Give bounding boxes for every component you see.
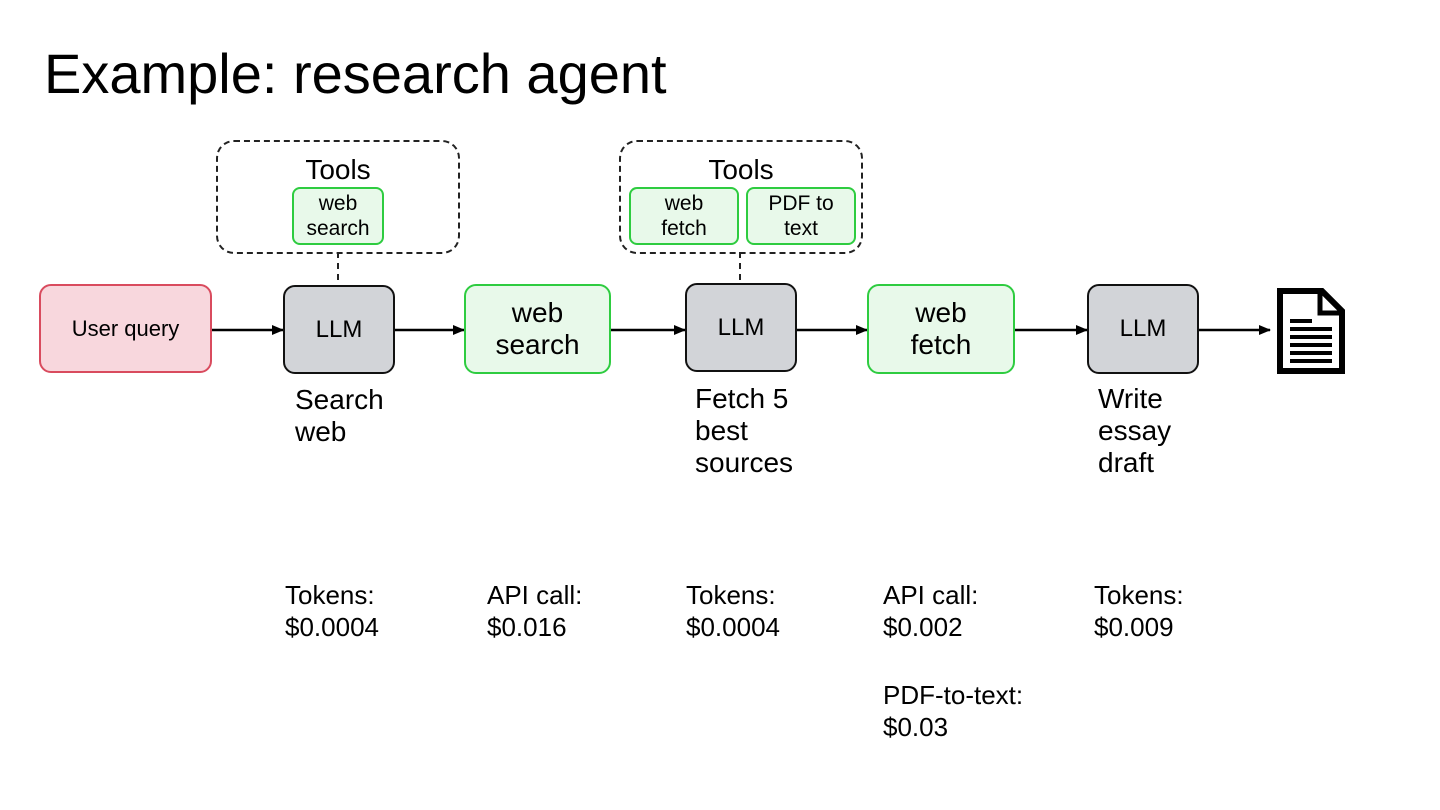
web-search-node: web search	[464, 284, 611, 374]
tool-group-2: Tools web fetch PDF to text	[619, 140, 863, 254]
user-query-node: User query	[39, 284, 212, 373]
llm-node-search: LLM	[283, 285, 395, 374]
llm-node-write: LLM	[1087, 284, 1199, 374]
tool-group-title: Tools	[708, 154, 774, 185]
tool-chip-web-fetch: web fetch	[629, 187, 739, 245]
cost-web-search: API call: $0.016	[487, 580, 583, 642]
caption-search-web: Search web	[295, 384, 384, 447]
web-fetch-node: web fetch	[867, 284, 1015, 374]
tool-group-title: Tools	[305, 154, 371, 185]
document-icon	[1277, 288, 1345, 374]
caption-fetch-sources: Fetch 5 best sources	[695, 383, 794, 478]
llm-node-fetch: LLM	[685, 283, 797, 372]
tool-chip-web-search: web search	[292, 187, 384, 245]
page-title: Example: research agent	[44, 42, 667, 105]
cost-llm-search: Tokens: $0.0004	[285, 580, 379, 642]
cost-llm-fetch: Tokens: $0.0004	[686, 580, 780, 642]
cost-pdf-to-text: PDF-to-text: $0.03	[883, 680, 1024, 742]
tool-chip-pdf-to-text: PDF to text	[746, 187, 856, 245]
cost-web-fetch: API call: $0.002	[883, 580, 979, 642]
tool-group-1: Tools web search	[216, 140, 460, 254]
cost-llm-write: Tokens: $0.009	[1094, 580, 1184, 642]
caption-write-essay: Write essay draft	[1098, 383, 1172, 478]
